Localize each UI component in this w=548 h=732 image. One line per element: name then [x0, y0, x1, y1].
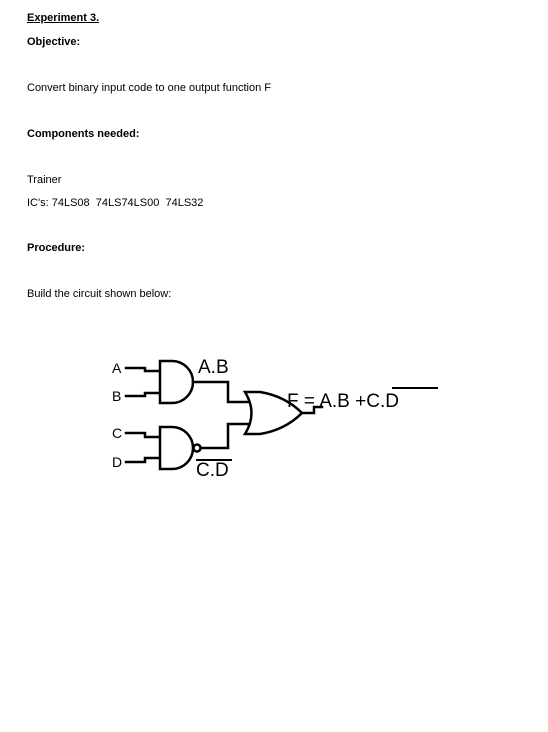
input-label-a: A — [112, 360, 122, 376]
wire-nand-to-or — [199, 422, 252, 450]
wire-d-to-nand — [124, 456, 162, 464]
component-item: Trainer — [27, 174, 62, 186]
nand-inversion-bubble — [192, 443, 202, 453]
logic-circuit-diagram: A B C D A.B C.D F = A.B +C.D — [112, 357, 438, 481]
and-gate — [158, 359, 195, 405]
wire-c-to-nand — [124, 431, 162, 439]
or-gate — [242, 390, 304, 436]
output-expression: F = A.B +C.D — [287, 391, 399, 412]
input-label-c: C — [112, 425, 122, 441]
procedure-text: Build the circuit shown below: — [27, 288, 172, 300]
wire-and-to-or — [191, 380, 252, 404]
component-item: IC's: 74LS08 74LS74LS00 74LS32 — [27, 197, 204, 209]
output-expression-overlined: C.D — [366, 391, 399, 412]
nand-gate — [158, 425, 195, 471]
output-wire — [300, 405, 324, 415]
wire-b-to-and — [124, 391, 162, 398]
procedure-heading: Procedure: — [27, 242, 86, 254]
input-label-d: D — [112, 454, 122, 470]
nand-output-label: C.D — [196, 460, 229, 481]
wire-a-to-and — [124, 366, 162, 373]
components-heading: Components needed: — [27, 128, 140, 140]
output-expression-prefix: F = A.B + — [287, 391, 366, 412]
and-output-label: A.B — [198, 357, 229, 378]
objective-text: Convert binary input code to one output … — [27, 82, 271, 94]
input-label-b: B — [112, 388, 121, 404]
experiment-title: Experiment 3. — [27, 12, 100, 24]
objective-heading: Objective: — [27, 36, 81, 48]
